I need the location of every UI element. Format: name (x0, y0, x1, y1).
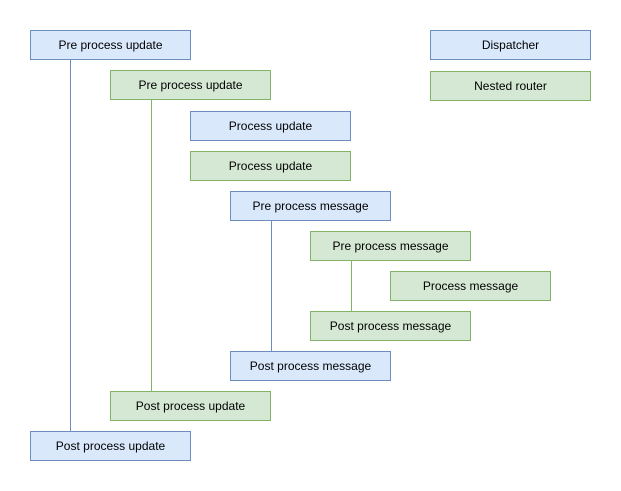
node-label: Process update (228, 119, 313, 133)
node-process-message-n7[interactable]: Process message (390, 271, 551, 301)
node-pre-process-update-n1[interactable]: Pre process update (30, 30, 191, 60)
node-label: Pre process update (138, 78, 243, 92)
legend-item-nested-router: Nested router (430, 71, 591, 101)
connector-n1-to-n11 (70, 60, 71, 431)
node-pre-process-update-n2[interactable]: Pre process update (110, 70, 271, 100)
node-label: Pre process message (332, 239, 449, 253)
legend-item-label: Dispatcher (481, 38, 540, 52)
node-label: Post process message (329, 319, 452, 333)
node-label: Post process update (135, 399, 246, 413)
node-label: Process message (422, 279, 519, 293)
node-label: Post process update (55, 439, 166, 453)
node-process-update-n3[interactable]: Process update (190, 111, 351, 141)
node-pre-process-message-n6[interactable]: Pre process message (310, 231, 471, 261)
node-process-update-n4[interactable]: Process update (190, 151, 351, 181)
node-label: Post process message (249, 359, 372, 373)
node-pre-process-message-n5[interactable]: Pre process message (230, 191, 391, 221)
connector-n6-to-n8 (351, 261, 352, 311)
connector-n2-to-n10 (151, 100, 152, 391)
node-label: Process update (228, 159, 313, 173)
legend-item-label: Nested router (474, 79, 547, 93)
node-post-process-update-n11[interactable]: Post process update (30, 431, 191, 461)
node-post-process-message-n9[interactable]: Post process message (230, 351, 391, 381)
connector-n5-to-n9 (271, 221, 272, 351)
node-label: Pre process message (252, 199, 369, 213)
node-post-process-update-n10[interactable]: Post process update (110, 391, 271, 421)
node-post-process-message-n8[interactable]: Post process message (310, 311, 471, 341)
node-label: Pre process update (58, 38, 163, 52)
legend-item-dispatcher: Dispatcher (430, 30, 591, 60)
